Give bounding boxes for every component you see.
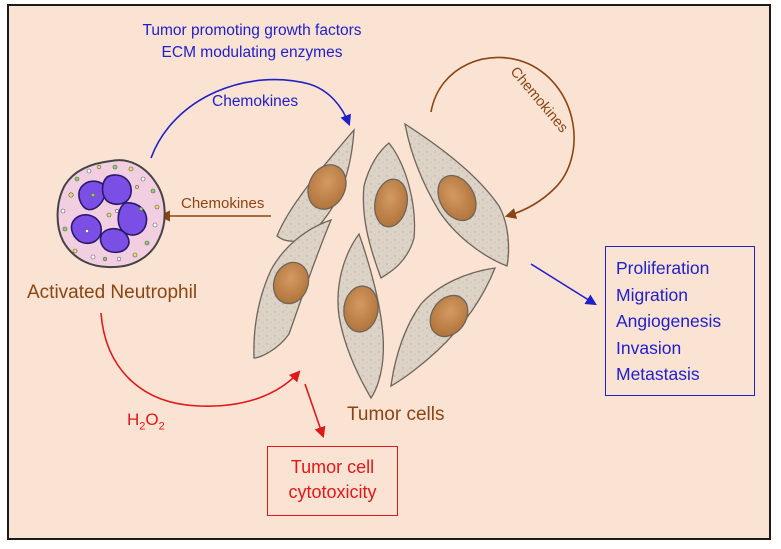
tumor-cell-cytotoxicity-box: Tumor cell cytotoxicity: [267, 446, 398, 516]
arrow-autocrine-chemokines: [430, 56, 575, 219]
arrow-h2o2-to-tumor: [100, 312, 301, 407]
arrow-tumor-to-effects: [530, 263, 597, 306]
tumor-cell-group: [253, 122, 510, 400]
tumor-cells-label: Tumor cells: [347, 404, 445, 425]
arrow-to-cytotoxicity: [304, 383, 326, 439]
growth-factors-label: Tumor promoting growth factors ECM modul…: [141, 22, 363, 62]
effect-migration: Migration: [616, 284, 688, 305]
growth-factors-line: Tumor promoting growth factors: [142, 22, 362, 39]
cytotoxicity-line-1: Tumor cell: [290, 457, 375, 477]
diagram-frame: Tumor promoting growth factors ECM modul…: [7, 4, 771, 540]
tumor-cell-nucleus: [272, 261, 310, 305]
effect-proliferation: Proliferation: [616, 258, 710, 278]
chemokines-label-left: Chemokines: [181, 195, 265, 212]
activated-neutrophil-label: Activated Neutrophil: [27, 282, 198, 303]
chemokines-label-top: Chemokines: [212, 93, 299, 110]
tumor-cell-nucleus: [437, 174, 477, 222]
activated-neutrophil: [56, 159, 166, 269]
effect-invasion: Invasion: [616, 337, 682, 358]
ecm-enzymes-line: ECM modulating enzymes: [161, 43, 343, 61]
tumor-cell-nucleus: [307, 164, 347, 210]
tumor-cell-nucleus: [429, 294, 469, 338]
h2o2-sub-1: 2: [139, 420, 146, 433]
cytotoxicity-line-2: cytotoxicity: [288, 482, 377, 502]
diagram-artwork: [56, 56, 597, 439]
arrow-neutrophil-to-tumor-chemokines: [150, 78, 351, 159]
h2o2-h: H: [127, 410, 140, 429]
tumor-effects-box: Proliferation Migration Angiogenesis Inv…: [605, 246, 755, 396]
tumor-cell-nucleus: [343, 285, 379, 333]
neutrophil-granules: [60, 164, 160, 262]
h2o2-label: H2O2: [127, 410, 165, 433]
h2o2-o: O: [145, 410, 159, 429]
effect-angiogenesis: Angiogenesis: [616, 311, 722, 331]
h2o2-sub-2: 2: [158, 420, 165, 433]
tumor-cell-nucleus: [374, 178, 408, 228]
effect-metastasis: Metastasis: [616, 364, 700, 384]
